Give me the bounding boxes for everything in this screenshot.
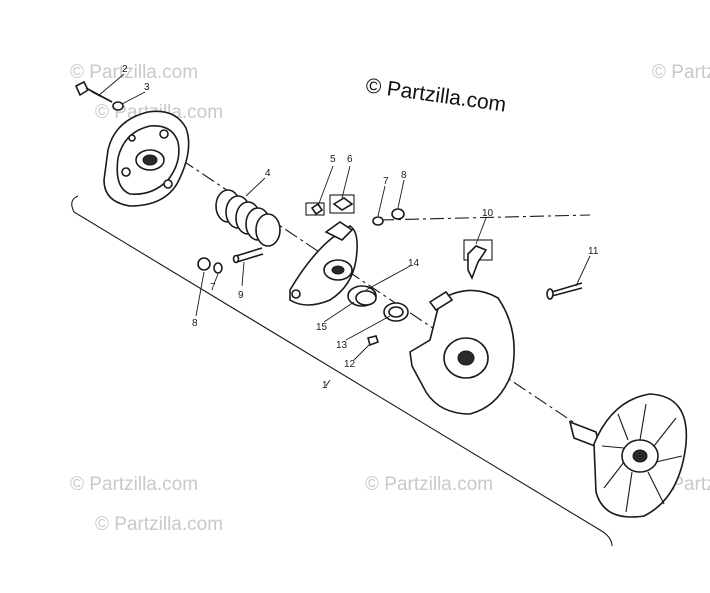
- callout-4: 4: [265, 168, 271, 179]
- bearing-part: [383, 302, 409, 322]
- washer-part: [112, 101, 124, 111]
- leader-12: [353, 343, 371, 361]
- clutch-cover-plate: [103, 110, 190, 207]
- callout-3: 3: [144, 82, 150, 93]
- callout-15: 15: [316, 322, 328, 333]
- block-box-6: [329, 194, 355, 214]
- secondary-axis-line: [379, 214, 591, 221]
- callout-2: 2: [122, 64, 128, 75]
- leader-7-right: [377, 185, 386, 217]
- copyright-label: © Partzilla.com: [364, 74, 507, 116]
- leader-14: [365, 265, 411, 291]
- leader-15: [323, 301, 355, 323]
- callout-8-left: 8: [192, 318, 198, 329]
- watermark-bottom-left: © Partzilla.com: [70, 474, 198, 495]
- fixed-sheave: [568, 393, 688, 518]
- callout-12: 12: [344, 359, 356, 370]
- nut-part: [367, 335, 380, 347]
- callout-7-left: 7: [210, 282, 216, 293]
- callout-9: 9: [238, 290, 244, 301]
- callout-10: 10: [482, 208, 494, 219]
- washer-part-right: [372, 216, 384, 226]
- moveable-sheave: [409, 289, 515, 415]
- bolt-part: [74, 80, 113, 103]
- leader-13: [345, 315, 391, 341]
- leader-2: [97, 73, 125, 97]
- callout-6: 6: [347, 154, 353, 165]
- plug-part-left: [197, 257, 211, 271]
- leader-10: [475, 217, 487, 245]
- center-axis-line: [139, 131, 601, 441]
- leader-1: [325, 379, 331, 387]
- spider-assembly: [289, 221, 358, 306]
- leader-11: [575, 255, 591, 287]
- roller-box-5: [305, 202, 325, 216]
- leader-7-left: [213, 273, 219, 285]
- watermark-bottom-center: © Partzilla.com: [365, 474, 493, 495]
- callout-8-right: 8: [401, 170, 407, 181]
- leader-5: [317, 165, 334, 207]
- clutch-spring: [215, 189, 281, 247]
- watermark-top-left: © Partzilla.com: [70, 62, 198, 83]
- leader-3: [121, 91, 146, 105]
- callout-7-right: 7: [383, 176, 389, 187]
- assembly-bracket: [71, 195, 613, 547]
- leader-8-left: [195, 271, 205, 317]
- roller-part: [310, 202, 324, 216]
- watermark-bottom-left-2: © Partzilla.com: [95, 514, 223, 535]
- pin-part: [232, 247, 264, 264]
- callout-11: 11: [588, 246, 599, 257]
- callout-1: 1: [322, 380, 328, 391]
- callout-5: 5: [330, 154, 336, 165]
- leader-8-right: [397, 179, 405, 209]
- block-part: [332, 197, 354, 211]
- callout-14: 14: [408, 258, 420, 269]
- washer-part-left: [213, 262, 223, 274]
- leader-9: [241, 261, 245, 287]
- leader-6: [341, 165, 351, 199]
- bushing-part: [347, 285, 377, 307]
- callout-13: 13: [336, 340, 348, 351]
- weight-bracket: [463, 239, 493, 280]
- leader-4: [245, 177, 266, 197]
- cap-part-right: [391, 208, 405, 220]
- watermark-top-right: © Partzilla.com: [652, 62, 710, 83]
